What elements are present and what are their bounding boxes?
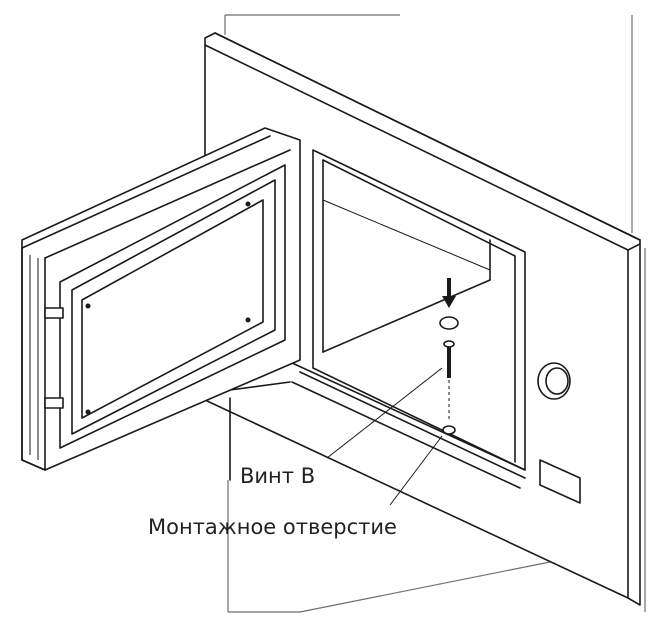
arrow-down-icon <box>442 278 456 308</box>
control-button-icon <box>539 459 581 504</box>
control-knob-icon <box>537 362 571 400</box>
leader-lines <box>326 367 443 506</box>
cabinet-outline <box>224 14 646 613</box>
microwave-door <box>21 127 301 471</box>
label-mounting-hole: Монтажное отверстие <box>148 515 397 539</box>
label-screw-b: Винт B <box>240 464 315 488</box>
oven-cavity <box>229 149 526 489</box>
screw-cap-icon <box>439 316 459 330</box>
screw-b-icon <box>443 340 455 420</box>
mounting-hole-icon <box>442 425 456 435</box>
